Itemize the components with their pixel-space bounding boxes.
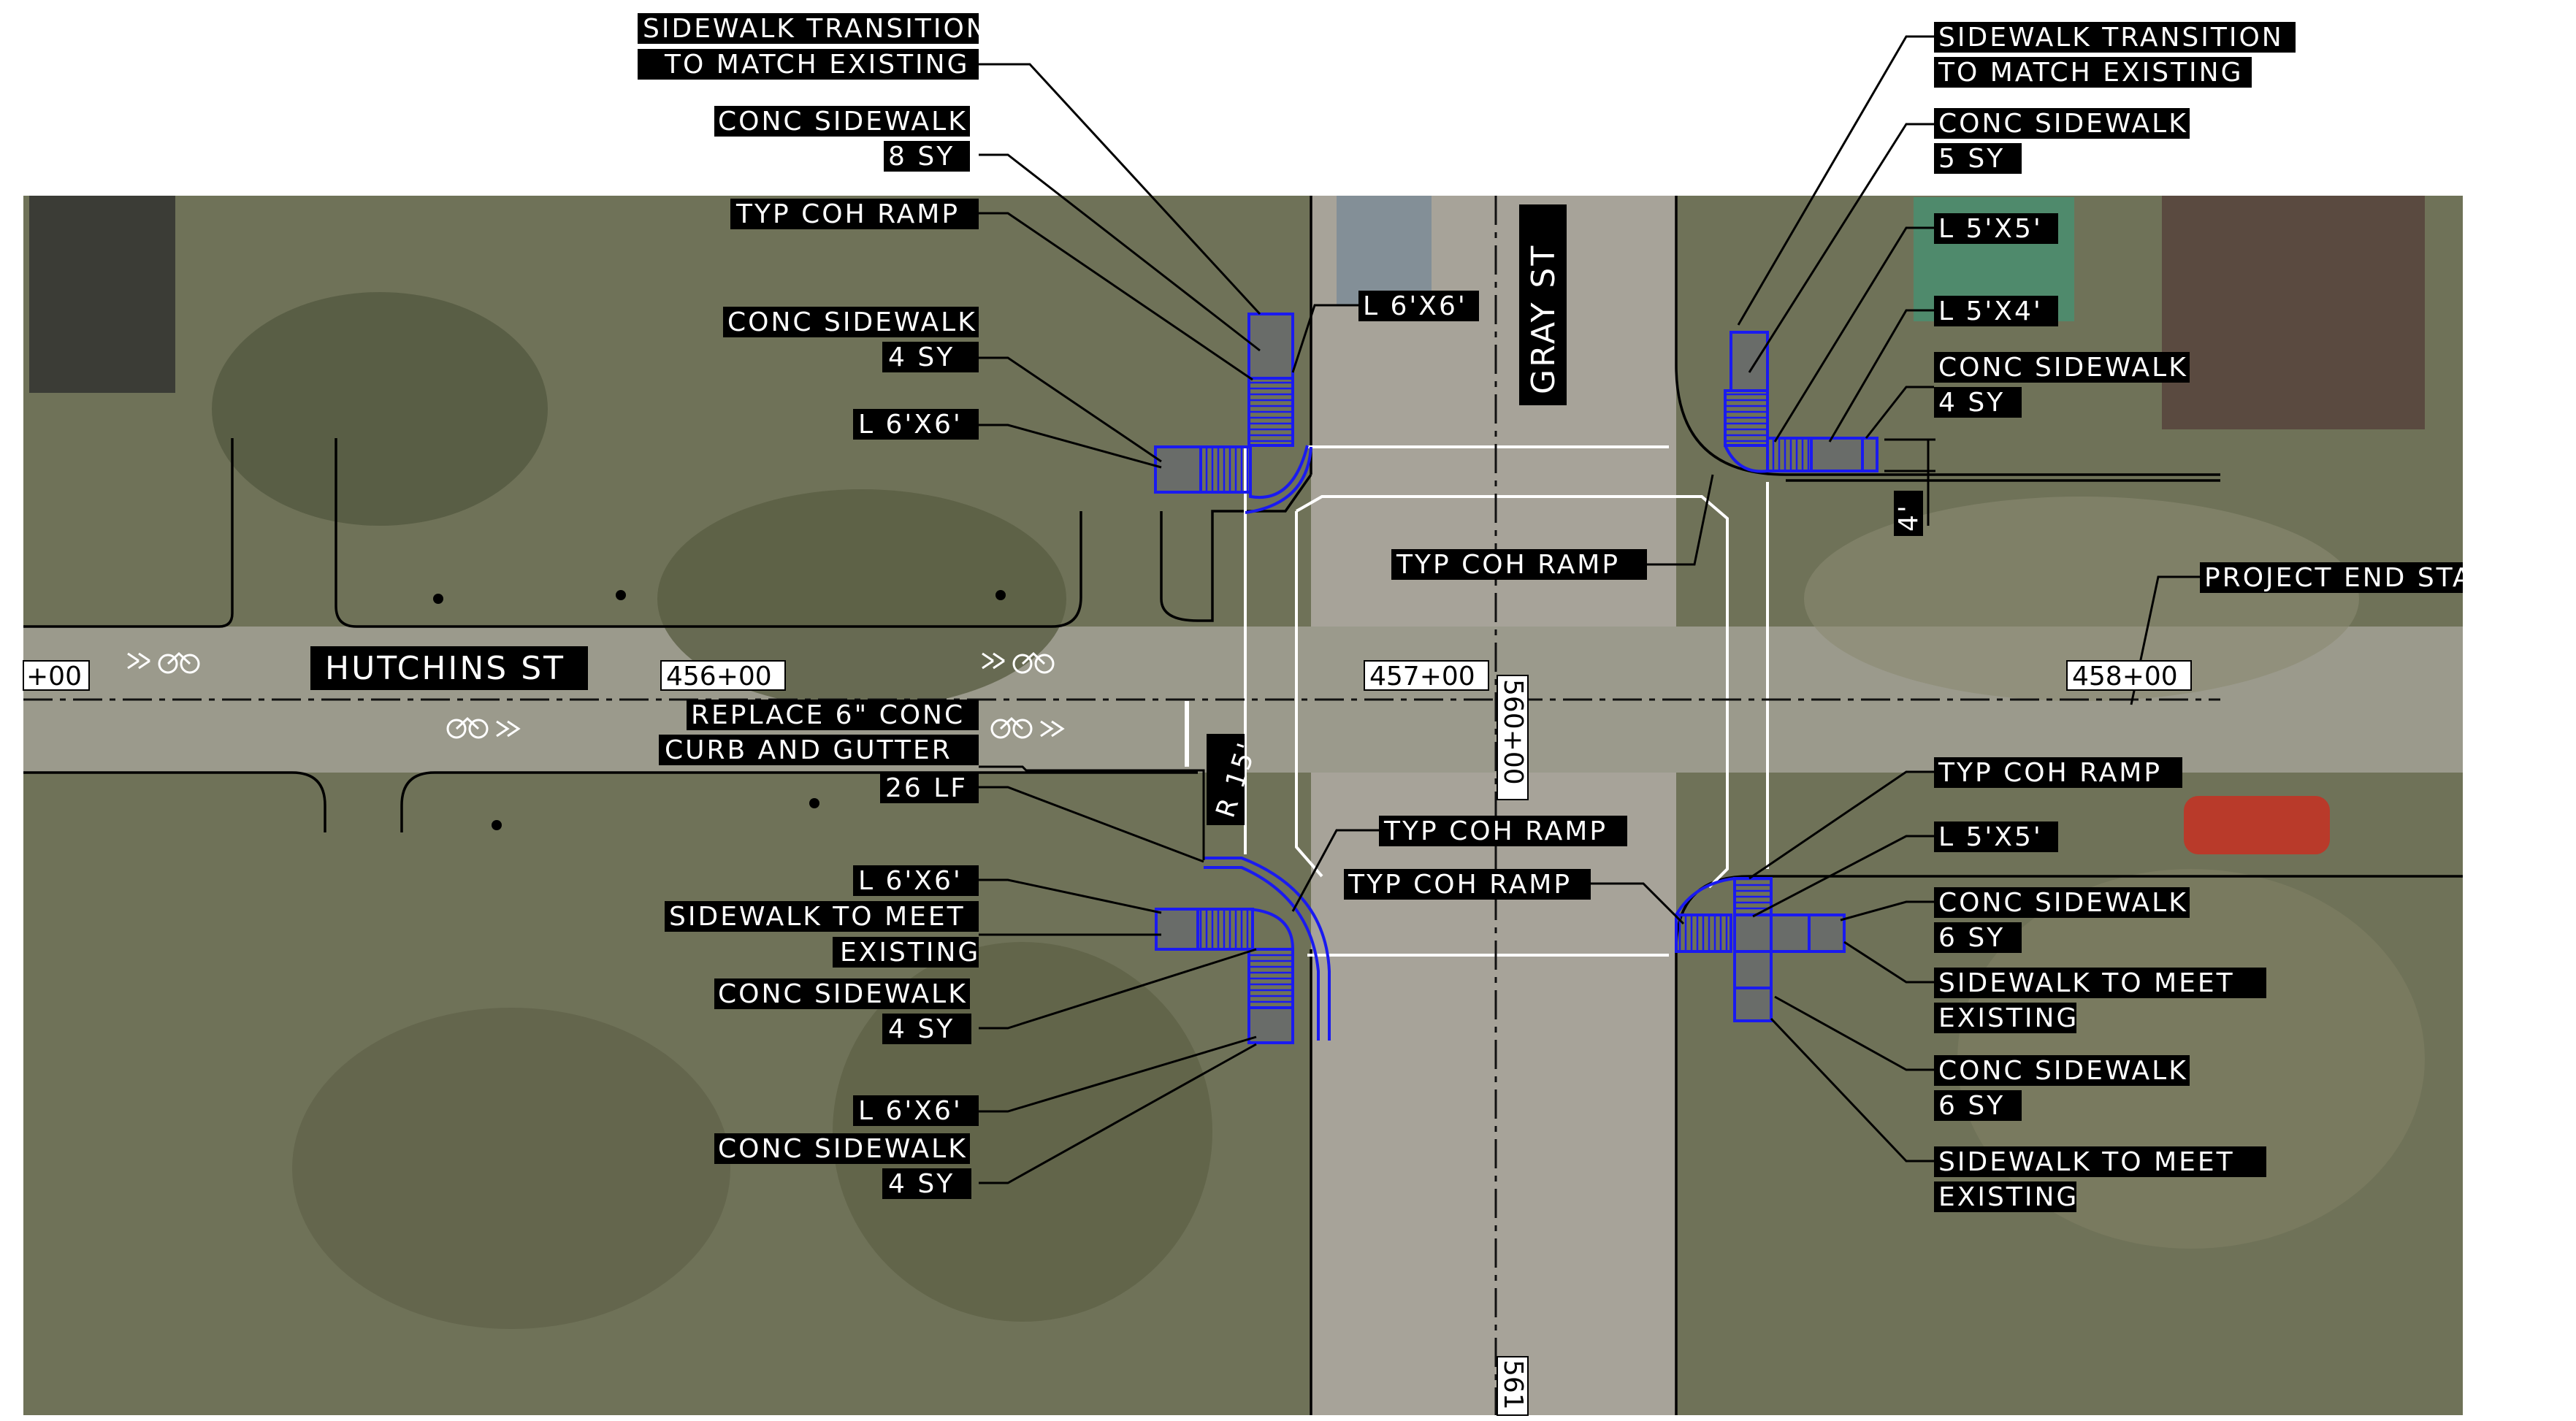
- ramp-ne: [1724, 331, 1879, 473]
- callout-sw-conc-sidewalk-1-qty: 4 SY: [888, 1014, 955, 1044]
- ramp-nw: [1154, 313, 1312, 514]
- callout-sw-landing-2: L 6'X6': [858, 1096, 963, 1126]
- station-457: 457+00: [1369, 662, 1475, 692]
- callout-ne-typ-ramp: TYP COH RAMP: [1396, 550, 1620, 580]
- station-labels: +00 456+00 457+00 458+00 560+00 561: [23, 660, 2192, 1416]
- station-560: 560+00: [1498, 679, 1528, 785]
- pavement-marking-lines: [1244, 445, 1769, 957]
- callout-replace-curb-line1: REPLACE 6" CONC: [691, 700, 965, 730]
- callout-nw-transition-line2: TO MATCH EXISTING: [664, 50, 970, 80]
- callout-se-meet-1-line1: SIDEWALK TO MEET: [1938, 968, 2235, 998]
- callout-ne-conc-sidewalk-2: CONC SIDEWALK: [1938, 353, 2188, 383]
- callout-ne-landing-1: L 5'X5': [1938, 214, 2043, 244]
- sign-post-icon: [809, 798, 819, 808]
- sign-post-icon: [995, 590, 1006, 600]
- sign-post-icons: [433, 590, 1006, 830]
- street-name-hutchins: HUTCHINS ST: [325, 650, 565, 687]
- callout-replace-curb-line2: CURB AND GUTTER: [665, 735, 952, 765]
- callout-sw-landing-1: L 6'X6': [858, 866, 963, 896]
- callout-replace-curb-qty: 26 LF: [885, 773, 968, 803]
- callout-se-conc-sidewalk-1: CONC SIDEWALK: [1938, 888, 2188, 918]
- street-label-gray: GRAY ST: [1519, 204, 1567, 405]
- callout-ne-conc-sidewalk-1-qty: 5 SY: [1938, 144, 2005, 174]
- bike-lane-icon: [990, 716, 1065, 739]
- bike-lane-icon: [446, 716, 521, 739]
- callout-nw-transition-line1: SIDEWALK TRANSITION: [643, 14, 988, 44]
- callout-sw-conc-sidewalk-2: CONC SIDEWALK: [718, 1134, 968, 1164]
- callout-se-meet-2-line2: EXISTING: [1938, 1182, 2079, 1212]
- callout-ne-landing-2: L 5'X4': [1938, 296, 2043, 326]
- callout-nw-conc-sidewalk-2: CONC SIDEWALK: [727, 307, 977, 337]
- callout-se-conc-sidewalk-2-qty: 6 SY: [1938, 1091, 2005, 1121]
- sign-post-icon: [492, 820, 502, 830]
- station-left: +00: [26, 662, 82, 692]
- callout-nw-conc-sidewalk-1: CONC SIDEWALK: [718, 107, 968, 137]
- street-name-gray: GRAY ST: [1525, 244, 1562, 394]
- callout-nw-landing-north: L 6'X6': [1363, 291, 1467, 321]
- callout-ne-transition-line2: TO MATCH EXISTING: [1938, 58, 2244, 88]
- ramp-se: [1675, 877, 1846, 1022]
- street-label-hutchins: HUTCHINS ST: [310, 646, 588, 690]
- callout-nw-conc-sidewalk-1-qty: 8 SY: [888, 142, 955, 172]
- centerlines: [23, 196, 2220, 1415]
- callout-sw-typ-ramp: TYP COH RAMP: [1383, 816, 1608, 846]
- bike-lane-icons: [127, 651, 1065, 739]
- callout-nw-conc-sidewalk-2-qty: 4 SY: [888, 342, 955, 372]
- sign-post-icon: [616, 590, 626, 600]
- callout-sw-meet-line2: EXISTING: [840, 938, 980, 968]
- station-458: 458+00: [2072, 662, 2178, 692]
- callout-se-conc-sidewalk-2: CONC SIDEWALK: [1938, 1056, 2188, 1086]
- bike-lane-icon: [982, 651, 1055, 674]
- station-456: 456+00: [666, 662, 772, 692]
- callout-se-meet-2-line1: SIDEWALK TO MEET: [1938, 1147, 2235, 1177]
- callout-se-typ-ramp-north: TYP COH RAMP: [1938, 758, 2162, 788]
- aerial-imagery: [23, 196, 2463, 1415]
- callout-nw-landing-west: L 6'X6': [858, 410, 963, 440]
- callout-sw-conc-sidewalk-1: CONC SIDEWALK: [718, 979, 968, 1009]
- callout-sw-meet-line1: SIDEWALK TO MEET: [669, 902, 966, 932]
- callout-se-conc-sidewalk-1-qty: 6 SY: [1938, 923, 2005, 953]
- callout-ne-transition-line1: SIDEWALK TRANSITION: [1938, 23, 2284, 53]
- callout-se-meet-1-line2: EXISTING: [1938, 1003, 2079, 1033]
- sign-post-icon: [433, 594, 443, 604]
- callout-ne-dimension: 4': [1894, 503, 1924, 532]
- leader-lines: [979, 35, 2200, 1184]
- callout-project-end: PROJECT END STA 458: [2204, 563, 2540, 593]
- callout-se-typ-ramp-west: TYP COH RAMP: [1348, 870, 1572, 900]
- callouts: SIDEWALK TRANSITION TO MATCH EXISTING CO…: [638, 13, 2540, 1212]
- callout-nw-typ-ramp: TYP COH RAMP: [735, 199, 960, 229]
- callout-sw-conc-sidewalk-2-qty: 4 SY: [888, 1169, 955, 1199]
- station-561: 561: [1498, 1360, 1528, 1410]
- callout-ne-conc-sidewalk-2-qty: 4 SY: [1938, 388, 2005, 418]
- bike-lane-icon: [127, 651, 200, 674]
- callout-se-landing: L 5'X5': [1938, 822, 2043, 852]
- callout-ne-conc-sidewalk-1: CONC SIDEWALK: [1938, 109, 2188, 139]
